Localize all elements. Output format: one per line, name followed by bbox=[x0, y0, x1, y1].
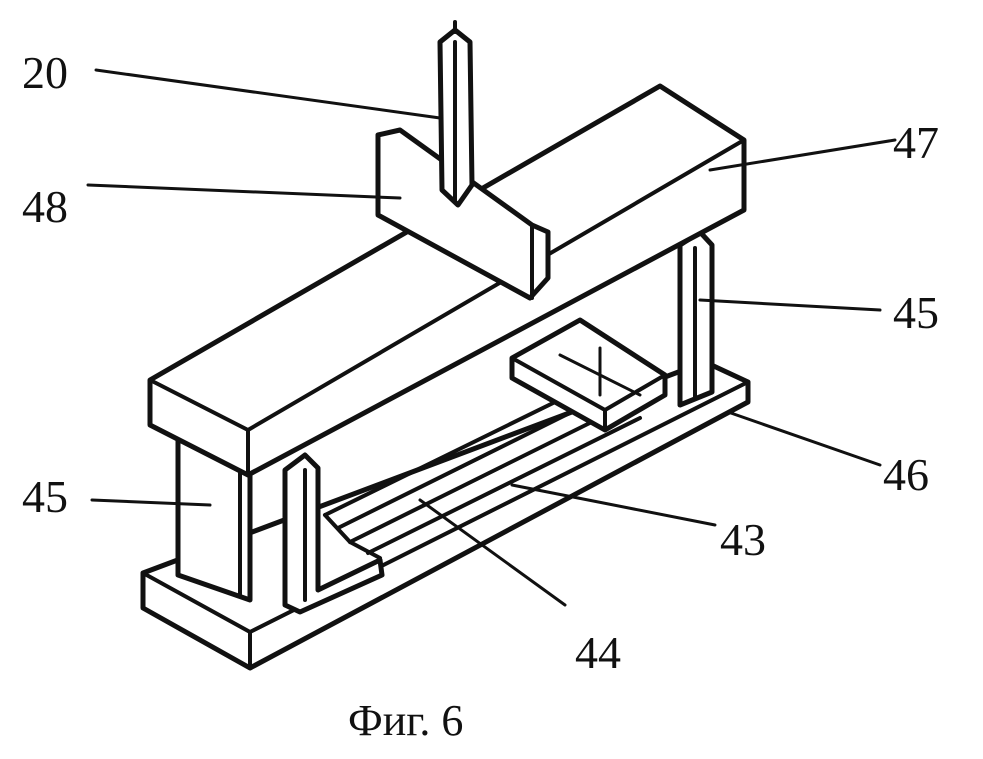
leader-48 bbox=[86, 183, 402, 200]
carriage-plate bbox=[509, 317, 668, 433]
label-46: 46 bbox=[883, 449, 929, 500]
leader-45-left bbox=[90, 498, 212, 507]
leader-45-right bbox=[698, 298, 882, 312]
label-47: 47 bbox=[893, 117, 939, 168]
label-43: 43 bbox=[720, 514, 766, 565]
spindle bbox=[437, 20, 475, 208]
label-44: 44 bbox=[575, 627, 621, 678]
leader-43 bbox=[510, 483, 717, 527]
inner-left-column bbox=[282, 452, 385, 615]
leader-lines bbox=[86, 68, 897, 607]
leader-47 bbox=[708, 138, 897, 172]
gantry-beam bbox=[147, 83, 747, 478]
tool-carriage bbox=[375, 127, 551, 301]
label-45-left: 45 bbox=[22, 471, 68, 522]
leader-44 bbox=[418, 498, 567, 607]
figure-caption: Фиг. 6 bbox=[348, 696, 463, 745]
label-45-right: 45 bbox=[893, 287, 939, 338]
leader-20 bbox=[94, 68, 442, 120]
label-48: 48 bbox=[22, 181, 68, 232]
leader-46 bbox=[726, 410, 882, 467]
label-20: 20 bbox=[22, 47, 68, 98]
right-column bbox=[677, 229, 715, 408]
